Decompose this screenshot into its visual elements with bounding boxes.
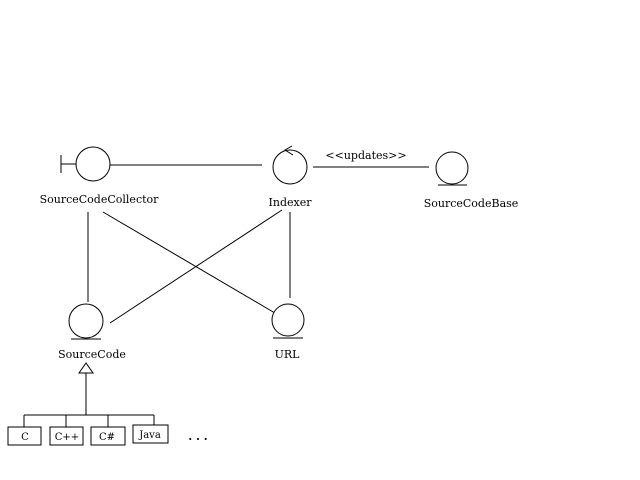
indexer-label: Indexer [269, 196, 313, 209]
subclass-java-label: Java [138, 430, 161, 441]
subclass-box-csharp [90, 426, 126, 446]
subclass-csharp-label: C# [99, 432, 115, 443]
sourcecode-label: SourceCode [58, 348, 126, 361]
entity-icon [271, 303, 305, 339]
more-subclasses-ellipsis: . . . [188, 430, 207, 443]
entity-icon [435, 151, 469, 186]
subclass-cpp-label: C++ [55, 432, 79, 443]
boundary-icon [60, 146, 111, 182]
subclass-box-cpp [49, 426, 84, 446]
collector-label: SourceCodeCollector [40, 193, 160, 206]
control-icon [272, 145, 308, 185]
updates-stereotype-label: <<updates>> [325, 149, 406, 162]
subclass-box-java [132, 424, 169, 444]
url-label: URL [275, 348, 301, 361]
association-indexer-sourcecode [109, 209, 283, 324]
subclass-box-c [7, 426, 42, 446]
subclass-c-label: C [21, 432, 29, 443]
generalization-arrowhead [78, 362, 94, 374]
entity-icon [68, 303, 104, 340]
association-collector-url [102, 211, 281, 317]
codebase-label: SourceCodeBase [424, 197, 519, 210]
